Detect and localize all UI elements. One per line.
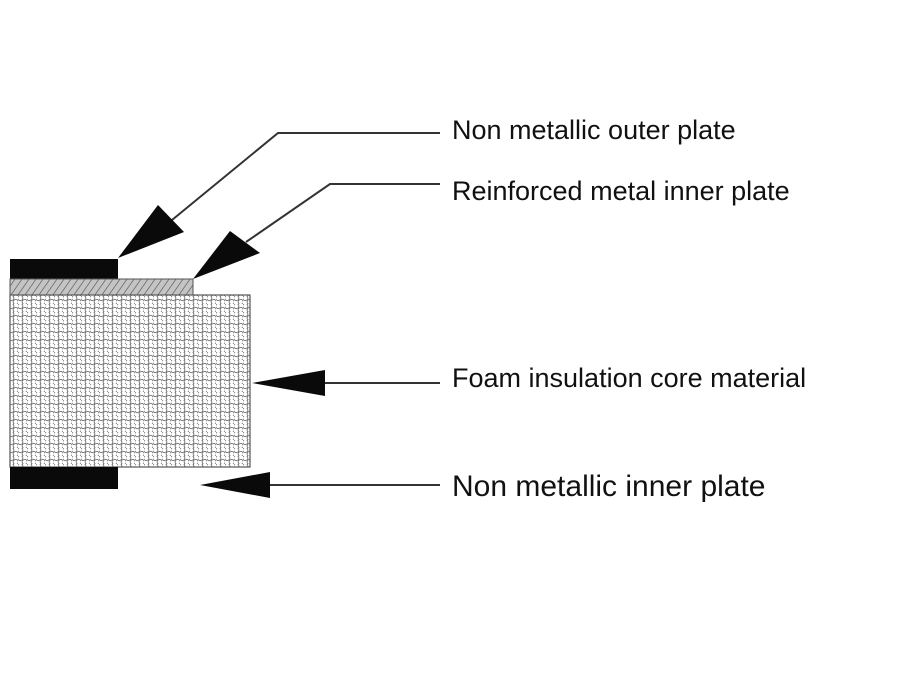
inner-plate: [10, 467, 118, 489]
outer-plate-label: Non metallic outer plate: [452, 115, 736, 145]
leader-outer-plate: [118, 132, 440, 258]
outer-plate: [10, 259, 118, 279]
arrow-head-metal: [193, 231, 260, 279]
foam-core: [9, 294, 251, 468]
arrow-head-inner: [200, 472, 270, 498]
inner-plate-label: Non metallic inner plate: [452, 470, 766, 503]
leader-metal-plate: [193, 183, 440, 279]
leader-foam-core: [252, 370, 440, 396]
foam-core-label: Foam insulation core material: [452, 363, 807, 393]
leader-inner-plate: [200, 472, 440, 498]
metal-inner-plate: [9, 278, 194, 296]
arrow-head-outer: [118, 205, 184, 258]
metal-plate-label: Reinforced metal inner plate: [452, 176, 790, 206]
arrow-head-foam: [252, 370, 325, 396]
